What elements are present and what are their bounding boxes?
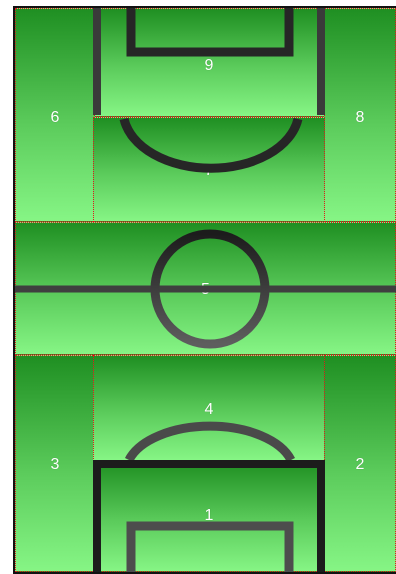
zone-2[interactable]: 2: [324, 355, 396, 572]
zone-2-label: 2: [325, 456, 395, 474]
zone-7[interactable]: 7: [93, 117, 325, 222]
zone-8-label: 8: [325, 109, 395, 127]
football-pitch: 9 6 8 7 5 3 4 2 1: [13, 6, 396, 574]
zone-8[interactable]: 8: [324, 8, 396, 222]
zone-5-label: 5: [16, 281, 395, 299]
zone-6-label: 6: [16, 109, 94, 127]
zone-3[interactable]: 3: [15, 355, 95, 572]
zone-6[interactable]: 6: [15, 8, 95, 222]
zone-9[interactable]: 9: [93, 8, 325, 117]
zone-4[interactable]: 4: [93, 355, 325, 461]
zone-7-label: 7: [94, 162, 324, 180]
zone-9-label: 9: [94, 57, 324, 75]
zone-3-label: 3: [16, 456, 94, 474]
zone-1-label: 1: [94, 507, 324, 525]
zone-5[interactable]: 5: [15, 222, 396, 355]
zone-1[interactable]: 1: [93, 461, 325, 572]
zone-4-label: 4: [94, 401, 324, 419]
